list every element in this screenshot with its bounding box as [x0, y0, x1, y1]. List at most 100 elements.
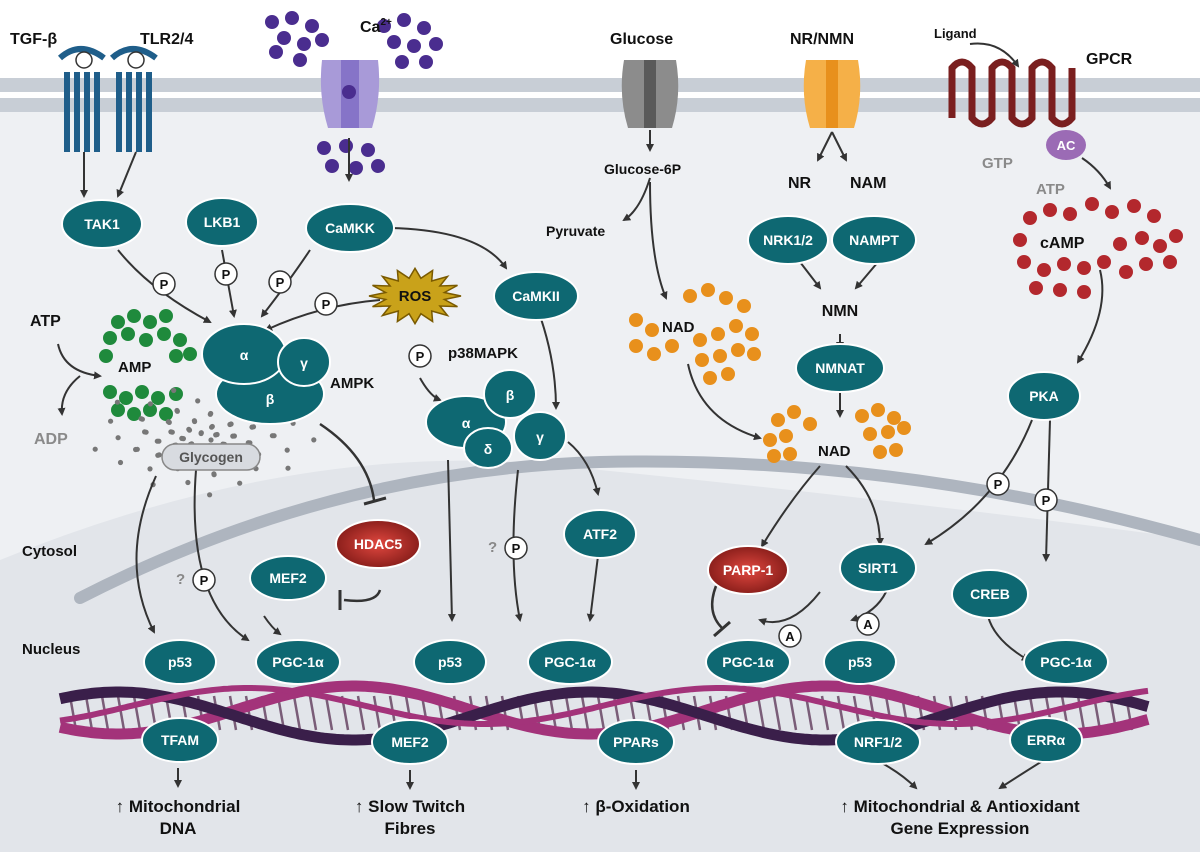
dna-rung — [788, 695, 798, 731]
label-tlr: TLR2/4 — [140, 31, 193, 48]
node-creb — [951, 569, 1029, 619]
nad-molecule — [645, 323, 659, 337]
camp-molecule — [1113, 237, 1127, 251]
dna-rung — [292, 695, 302, 731]
ac-enzyme — [1046, 130, 1086, 160]
glycogen-pill — [161, 443, 261, 471]
camp-molecule — [1057, 257, 1071, 271]
node-pgc1a-4 — [1023, 639, 1109, 685]
nad-molecule — [771, 413, 785, 427]
calcium-ion — [371, 159, 385, 173]
amp-molecule — [169, 349, 183, 363]
tgf-receptor — [57, 46, 106, 152]
nad-molecule — [695, 353, 709, 367]
node-camkk — [305, 203, 395, 253]
glycogen-granule — [227, 421, 233, 428]
node-ppars-label: PPARs — [613, 734, 659, 750]
camp-molecule — [1119, 265, 1133, 279]
dna-strand — [58, 686, 1150, 746]
node-nmnat — [795, 343, 885, 393]
amp-molecule — [159, 309, 173, 323]
camp-molecule — [1169, 229, 1183, 243]
calcium-ion — [395, 55, 409, 69]
label-nmn: NMN — [822, 303, 858, 320]
calcium-ion — [429, 37, 443, 51]
calcium-ion — [317, 141, 331, 155]
label-nad-1: NAD — [662, 319, 695, 336]
marker-circle — [856, 612, 880, 636]
nad-molecule — [647, 347, 661, 361]
node-erra — [1009, 717, 1083, 763]
dna-strand — [59, 685, 1149, 727]
marker-label: P — [994, 477, 1003, 492]
node-p53-2 — [413, 639, 487, 685]
inhibition-lines — [319, 422, 731, 638]
amp-molecule — [127, 309, 141, 323]
glycogen-granule — [209, 424, 215, 430]
label-ligand: Ligand — [934, 26, 977, 41]
glycogen-granule — [92, 446, 98, 452]
amp-molecule — [103, 331, 117, 345]
nad-molecule — [713, 349, 727, 363]
marker-label: P — [160, 277, 169, 292]
node-p53-2-label: p53 — [438, 654, 462, 670]
outcomes: ↑ Mitochondrial DNA ↑ Slow Twitch Fibres… — [116, 797, 1080, 838]
camp-molecule — [1097, 255, 1111, 269]
node-nampt — [831, 215, 917, 265]
label-camp: cAMP — [1040, 235, 1085, 252]
glycogen-granule — [169, 429, 175, 435]
node-parp1 — [707, 545, 789, 595]
nad-molecule — [767, 449, 781, 463]
node-p53-1 — [143, 639, 217, 685]
nad-molecules-2 — [763, 403, 911, 463]
nad-molecule — [629, 339, 643, 353]
node-camkk-label: CaMKK — [325, 220, 375, 236]
outcome-gene-expression-line2: Gene Expression — [891, 819, 1030, 838]
label-ac: AC — [1057, 138, 1076, 153]
amp-molecule — [99, 349, 113, 363]
marker-label: P — [276, 275, 285, 290]
node-hdac5-label: HDAC5 — [354, 536, 402, 552]
node-mef2-dna — [371, 719, 449, 765]
camp-molecule — [1127, 199, 1141, 213]
amp-molecule — [173, 333, 187, 347]
label-pyruvate: Pyruvate — [546, 223, 605, 239]
question-mark: ? — [488, 539, 497, 556]
glycogen-granule — [139, 416, 145, 422]
marker-circle — [986, 472, 1010, 496]
camp-molecule — [1037, 263, 1051, 277]
label-ca: Ca2+ — [360, 17, 392, 36]
p38-beta: β — [506, 387, 515, 403]
dna-rung — [116, 695, 126, 731]
ros-star — [368, 266, 462, 326]
dna-helix — [58, 680, 1150, 746]
outcome-slow-twitch-line2: Fibres — [384, 819, 435, 838]
node-pgc1a-1 — [255, 639, 341, 685]
node-p53-3-label: p53 — [848, 654, 872, 670]
label-glucose: Glucose — [610, 31, 673, 48]
calcium-ion — [315, 33, 329, 47]
dna-rung — [308, 695, 318, 731]
calcium-ion — [417, 21, 431, 35]
node-pka-label: PKA — [1029, 388, 1059, 404]
nad-molecule — [737, 299, 751, 313]
node-atf2 — [563, 509, 637, 559]
nad-molecule — [703, 371, 717, 385]
calcium-ion — [305, 19, 319, 33]
marker-circle — [192, 568, 216, 592]
nad-molecule — [779, 429, 793, 443]
nad-molecule — [721, 367, 735, 381]
label-ros: ROS — [399, 288, 432, 305]
glycogen-granule — [198, 430, 204, 437]
node-pgc1a-2-label: PGC-1α — [544, 654, 596, 670]
label-p38mapk: p38MAPK — [448, 345, 518, 362]
nad-molecule — [889, 443, 903, 457]
camp-molecule — [1163, 255, 1177, 269]
tlr-receptor — [109, 46, 158, 152]
nad-molecule — [745, 327, 759, 341]
dna-rung — [836, 695, 846, 731]
calcium-ion — [361, 143, 375, 157]
marker-circle — [1034, 488, 1058, 512]
